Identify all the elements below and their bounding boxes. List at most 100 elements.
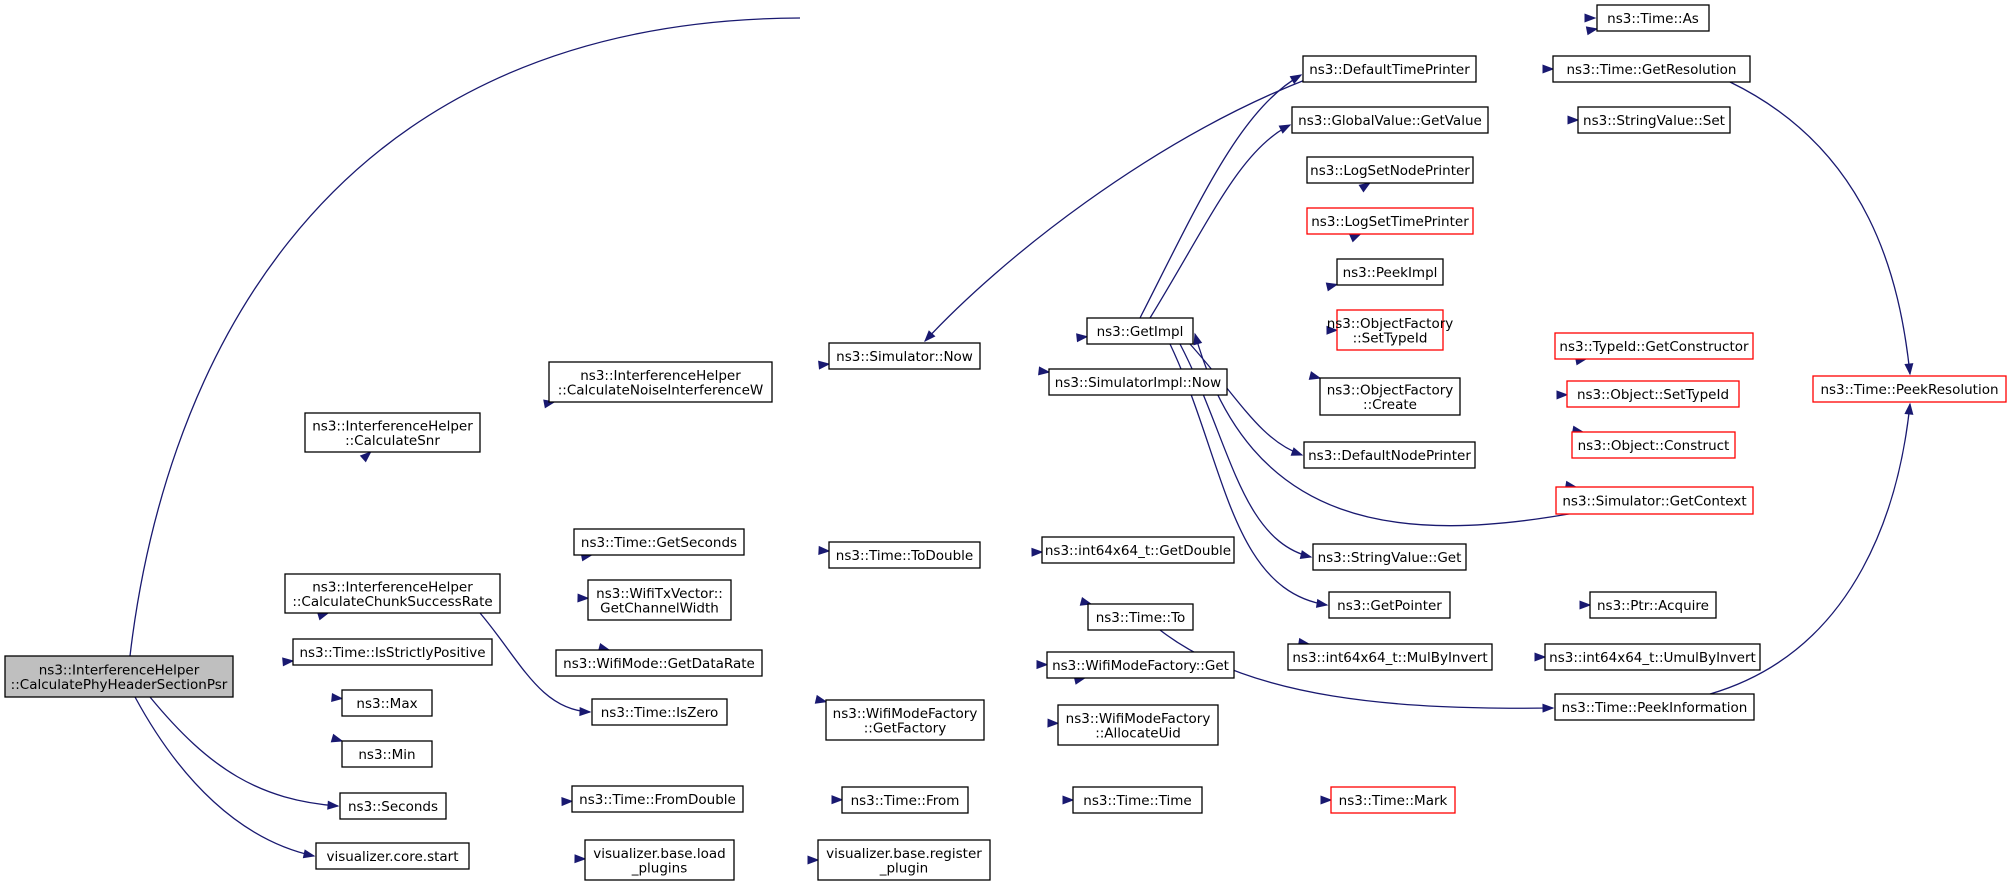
function-node-getSeconds[interactable]: ns3::Time::GetSeconds [573, 528, 745, 556]
function-node-timeAs[interactable]: ns3::Time::As [1596, 4, 1710, 32]
node-box[interactable] [1312, 543, 1467, 571]
function-node-defTimePrinter[interactable]: ns3::DefaultTimePrinter [1302, 55, 1477, 83]
function-node-vizStart[interactable]: visualizer.core.start [315, 842, 470, 870]
function-node-getRes[interactable]: ns3::Time::GetResolution [1552, 55, 1751, 83]
node-box[interactable] [1330, 786, 1456, 814]
function-node-timeFrom[interactable]: ns3::Time::From [841, 786, 969, 814]
node-box[interactable] [1319, 377, 1461, 416]
node-box[interactable] [1555, 486, 1754, 515]
function-node-min[interactable]: ns3::Min [341, 740, 433, 768]
function-node-gvGetValue[interactable]: ns3::GlobalValue::GetValue [1291, 106, 1489, 134]
node-box[interactable] [1577, 106, 1731, 134]
function-node-mulByInvert[interactable]: ns3::int64x64_t::MulByInvert [1287, 643, 1493, 671]
function-node-ofCreate[interactable]: ns3::ObjectFactory::Create [1319, 377, 1461, 416]
function-node-vizLoad[interactable]: visualizer.base.load_plugins [584, 839, 735, 881]
function-node-wmfGetFactory[interactable]: ns3::WifiModeFactory::GetFactory [825, 699, 985, 741]
node-box[interactable] [587, 579, 732, 621]
function-node-svGet[interactable]: ns3::StringValue::Get [1312, 543, 1467, 571]
function-node-calcSnr[interactable]: ns3::InterferenceHelper::CalculateSnr [304, 412, 481, 453]
node-box[interactable] [828, 541, 981, 569]
function-node-ptrAcquire[interactable]: ns3::Ptr::Acquire [1589, 591, 1717, 619]
node-box[interactable] [1571, 431, 1736, 459]
node-box[interactable] [548, 361, 773, 403]
node-box[interactable] [1072, 786, 1203, 814]
node-box[interactable] [555, 649, 763, 677]
function-node-getImpl[interactable]: ns3::GetImpl [1086, 317, 1194, 345]
function-node-umulByInvert[interactable]: ns3::int64x64_t::UmulByInvert [1544, 643, 1761, 671]
node-box[interactable] [341, 740, 433, 768]
function-node-calcChunk[interactable]: ns3::InterferenceHelper::CalculateChunkS… [284, 573, 501, 614]
node-box[interactable] [1544, 643, 1761, 671]
node-box[interactable] [292, 638, 493, 666]
function-node-getDataRate[interactable]: ns3::WifiMode::GetDataRate [555, 649, 763, 677]
function-node-peekInfo[interactable]: ns3::Time::PeekInformation [1554, 693, 1755, 721]
node-box[interactable] [1287, 643, 1493, 671]
function-node-objSetTypeId[interactable]: ns3::Object::SetTypeId [1566, 380, 1740, 408]
node-box[interactable] [284, 573, 501, 614]
node-box[interactable] [1302, 55, 1477, 83]
function-node-logNode[interactable]: ns3::LogSetNodePrinter [1306, 156, 1474, 184]
function-node-calcNoise[interactable]: ns3::InterferenceHelper::CalculateNoiseI… [548, 361, 773, 403]
node-box[interactable] [1041, 536, 1235, 564]
node-box[interactable] [1291, 106, 1489, 134]
function-node-fromDouble[interactable]: ns3::Time::FromDouble [571, 785, 744, 813]
function-node-timeTime[interactable]: ns3::Time::Time [1072, 786, 1203, 814]
node-box[interactable] [1336, 309, 1444, 351]
node-box[interactable] [1306, 207, 1474, 235]
node-box[interactable] [825, 699, 985, 741]
node-box[interactable] [1057, 704, 1219, 746]
function-node-seconds[interactable]: ns3::Seconds [339, 792, 447, 820]
function-node-defNodePrinter[interactable]: ns3::DefaultNodePrinter [1303, 441, 1476, 469]
function-node-simNow[interactable]: ns3::Simulator::Now [828, 342, 981, 370]
function-node-ofSetTypeId[interactable]: ns3::ObjectFactory::SetTypeId [1327, 309, 1454, 351]
node-box[interactable] [841, 786, 969, 814]
node-box[interactable] [315, 842, 470, 870]
function-node-timeTo[interactable]: ns3::Time::To [1087, 603, 1194, 631]
node-box[interactable] [1336, 258, 1444, 286]
node-box[interactable] [1552, 55, 1751, 83]
node-box[interactable] [584, 839, 735, 881]
function-node-timeMark[interactable]: ns3::Time::Mark [1330, 786, 1456, 814]
function-node-peekImpl[interactable]: ns3::PeekImpl [1336, 258, 1444, 286]
function-node-toDouble[interactable]: ns3::Time::ToDouble [828, 541, 981, 569]
node-box[interactable] [1566, 380, 1740, 408]
node-box[interactable] [817, 839, 991, 881]
node-box[interactable] [1589, 591, 1717, 619]
function-node-vizReg[interactable]: visualizer.base.register_plugin [817, 839, 991, 881]
node-box[interactable] [4, 655, 234, 698]
node-box[interactable] [1554, 332, 1754, 360]
function-node-simImplNow[interactable]: ns3::SimulatorImpl::Now [1048, 368, 1228, 396]
function-node-wmfAlloc[interactable]: ns3::WifiModeFactory::AllocateUid [1057, 704, 1219, 746]
node-box[interactable] [573, 528, 745, 556]
node-box[interactable] [304, 412, 481, 453]
node-box[interactable] [1554, 693, 1755, 721]
node-box[interactable] [341, 689, 433, 717]
node-box[interactable] [1046, 651, 1235, 679]
function-node-simGetCtx[interactable]: ns3::Simulator::GetContext [1555, 486, 1754, 515]
node-box[interactable] [1087, 603, 1194, 631]
function-node-logTime[interactable]: ns3::LogSetTimePrinter [1306, 207, 1474, 235]
function-node-tidGetCons[interactable]: ns3::TypeId::GetConstructor [1554, 332, 1754, 360]
function-node-peekRes[interactable]: ns3::Time::PeekResolution [1812, 375, 2007, 403]
node-box[interactable] [1328, 591, 1451, 619]
node-box[interactable] [828, 342, 981, 370]
function-node-root[interactable]: ns3::InterferenceHelper::CalculatePhyHea… [4, 655, 234, 698]
node-box[interactable] [1812, 375, 2007, 403]
function-node-i64GetDouble[interactable]: ns3::int64x64_t::GetDouble [1041, 536, 1235, 564]
function-node-objConstruct[interactable]: ns3::Object::Construct [1571, 431, 1736, 459]
function-node-chanWidth[interactable]: ns3::WifiTxVector::GetChannelWidth [587, 579, 732, 621]
node-box[interactable] [1048, 368, 1228, 396]
function-node-isStrictPos[interactable]: ns3::Time::IsStrictlyPositive [292, 638, 493, 666]
function-node-svSet[interactable]: ns3::StringValue::Set [1577, 106, 1731, 134]
function-node-wmfGet[interactable]: ns3::WifiModeFactory::Get [1046, 651, 1235, 679]
node-box[interactable] [591, 698, 728, 726]
function-node-max[interactable]: ns3::Max [341, 689, 433, 717]
function-node-getPointer[interactable]: ns3::GetPointer [1328, 591, 1451, 619]
node-box[interactable] [1596, 4, 1710, 32]
node-box[interactable] [339, 792, 447, 820]
node-box[interactable] [1303, 441, 1476, 469]
node-box[interactable] [1086, 317, 1194, 345]
function-node-isZero[interactable]: ns3::Time::IsZero [591, 698, 728, 726]
node-box[interactable] [1306, 156, 1474, 184]
node-box[interactable] [571, 785, 744, 813]
